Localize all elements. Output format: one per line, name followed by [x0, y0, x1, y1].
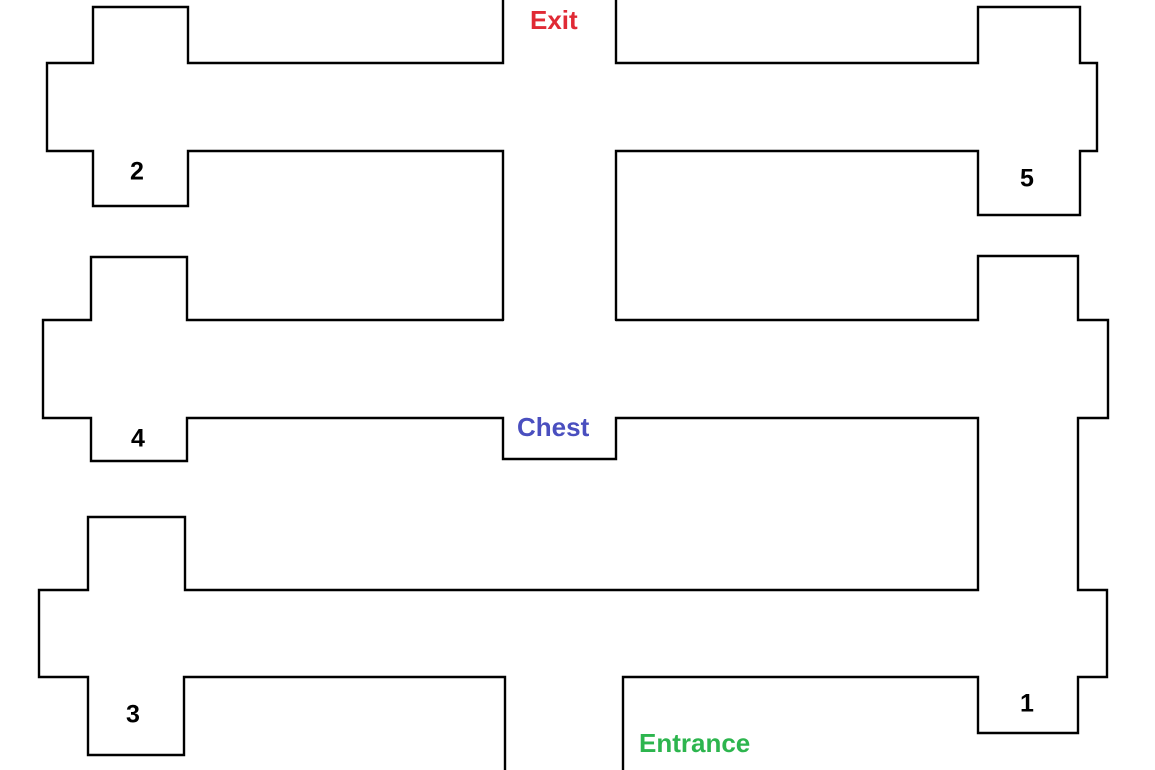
room-number-1: 1 — [1020, 690, 1034, 718]
wall-top-left-outer — [45, 0, 505, 322]
room-number-5: 5 — [1020, 165, 1034, 193]
wall-top-right-outer — [614, 0, 1099, 322]
exit-label: Exit — [530, 5, 578, 35]
entrance-label: Entrance — [639, 728, 750, 758]
chest-label: Chest — [517, 412, 590, 442]
room-number-3: 3 — [126, 701, 140, 729]
wall-middle-top-right — [614, 254, 1110, 770]
wall-middle-top-left — [37, 255, 980, 770]
room-number-2: 2 — [130, 158, 144, 186]
room-number-4: 4 — [131, 425, 145, 453]
